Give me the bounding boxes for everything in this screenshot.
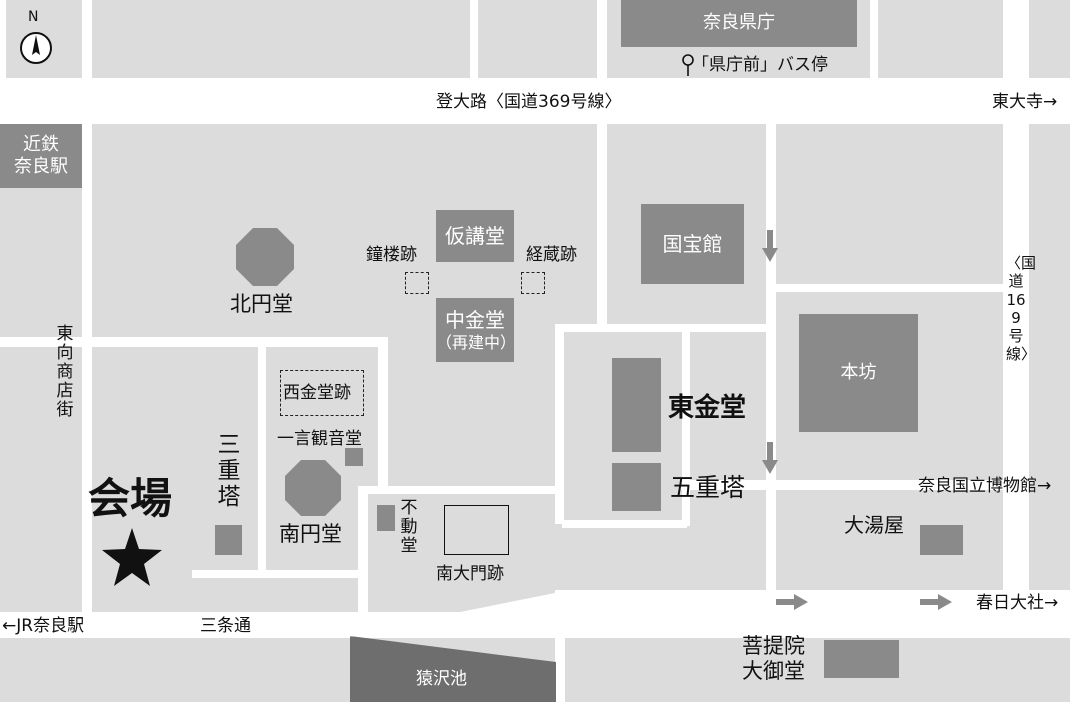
fudodo-building	[377, 505, 395, 531]
road-nandaimon-north	[358, 486, 558, 494]
nandaimon-ato-label: 南大門跡	[436, 564, 504, 584]
nandaimon-ato-outline	[444, 505, 509, 555]
road-top-middle	[470, 0, 478, 80]
oyuya-label: 大湯屋	[844, 513, 904, 537]
sanjunoto-label: 三重塔	[217, 432, 241, 510]
road-noborioji	[0, 78, 1070, 124]
chukondo-label: 中金堂	[445, 307, 505, 332]
kokuhokan: 国宝館	[641, 204, 744, 284]
tokondo-label: 東金堂	[668, 393, 747, 423]
bus-stop-icon	[682, 54, 694, 76]
sanjunoto-building	[215, 525, 242, 555]
noborioji-label: 登大路〈国道369号線〉	[436, 92, 622, 112]
narahaku-label: 奈良国立博物館→	[918, 476, 1052, 496]
hokuendo-octagon	[236, 228, 294, 286]
road-tokondo-north	[555, 324, 770, 332]
sanjo-dori-label: 三条通	[200, 616, 251, 636]
kasuga-taisha-label: 春日大社→	[976, 593, 1059, 613]
nishi-kondo-ato-outline	[280, 370, 364, 416]
todaiji-label: 東大寺→	[992, 92, 1058, 112]
nanendo-label: 南円堂	[279, 522, 342, 546]
venue-star-icon	[102, 528, 162, 586]
road-nandaimon-west	[358, 486, 368, 612]
road-top-right	[870, 0, 878, 80]
road-nanendo-west	[258, 345, 266, 575]
road-nanendo-south	[192, 570, 362, 578]
sarusawa-pond-label: 猿沢池	[416, 669, 467, 689]
road-tokondo-inner	[682, 330, 690, 526]
higashimuki-label: 東向商店街	[56, 324, 74, 421]
right-arrow-icon	[920, 594, 952, 610]
road-sanjo-dori-east	[555, 590, 1070, 616]
ichigon-kannondo-building	[345, 448, 363, 466]
kyozo-ato-label: 経蔵跡	[526, 245, 577, 265]
oyuya-building	[920, 525, 963, 555]
gojunoto-building	[612, 463, 661, 511]
road-tokondo-south	[562, 520, 687, 528]
road-left-vertical	[82, 0, 92, 612]
road-top-center	[597, 0, 605, 80]
down-arrow-icon	[762, 442, 778, 474]
bus-stop-label: 「県庁前」バス停	[692, 55, 828, 75]
route169-label: 〈国道169号線〉	[1006, 254, 1037, 364]
road-museum	[680, 480, 1010, 490]
chukondo: 中金堂 （再建中）	[436, 298, 517, 362]
north-label: N	[28, 9, 39, 25]
nanendo-octagon	[285, 460, 341, 516]
prefectural-office: 奈良県庁	[621, 0, 857, 47]
hokuendo-label: 北円堂	[230, 292, 293, 316]
road-top-left-vertical	[0, 0, 6, 78]
shorou-ato-outline	[405, 272, 429, 294]
honbo: 本坊	[799, 314, 918, 432]
chukondo-note: （再建中）	[436, 332, 517, 352]
road-bodaiin-west	[555, 612, 565, 702]
road-tokondo-west	[555, 324, 564, 524]
jr-station-label: ←JR奈良駅	[2, 616, 85, 636]
road-east-precinct-vertical	[766, 124, 776, 594]
tokondo-building	[612, 358, 661, 452]
kintetsu-nara-station: 近鉄 奈良駅	[0, 124, 82, 188]
bodaiin-label: 菩提院 大御堂	[742, 634, 805, 684]
road-center-vertical	[597, 0, 607, 327]
ichigon-kannondo-label: 一言観音堂	[277, 429, 362, 449]
kyozo-ato-outline	[521, 272, 545, 294]
road-precinct-vertical	[378, 337, 388, 492]
right-arrow-icon	[776, 594, 808, 610]
gojunoto-label: 五重塔	[670, 473, 746, 502]
road-route169	[1003, 0, 1029, 612]
down-arrow-icon	[762, 230, 778, 262]
venue-label: 会場	[88, 474, 173, 523]
nishi-kondo-ato-label: 西金堂跡	[283, 383, 351, 403]
compass-icon	[20, 32, 52, 64]
road-higashimuki-horizontal	[0, 337, 385, 347]
shorou-ato-label: 鐘楼跡	[366, 245, 417, 265]
kakodo: 仮講堂	[436, 210, 514, 262]
bodaiin-building	[824, 640, 899, 678]
road-honbo-north	[770, 284, 1010, 292]
fudodo-label: 不動堂	[400, 498, 418, 557]
